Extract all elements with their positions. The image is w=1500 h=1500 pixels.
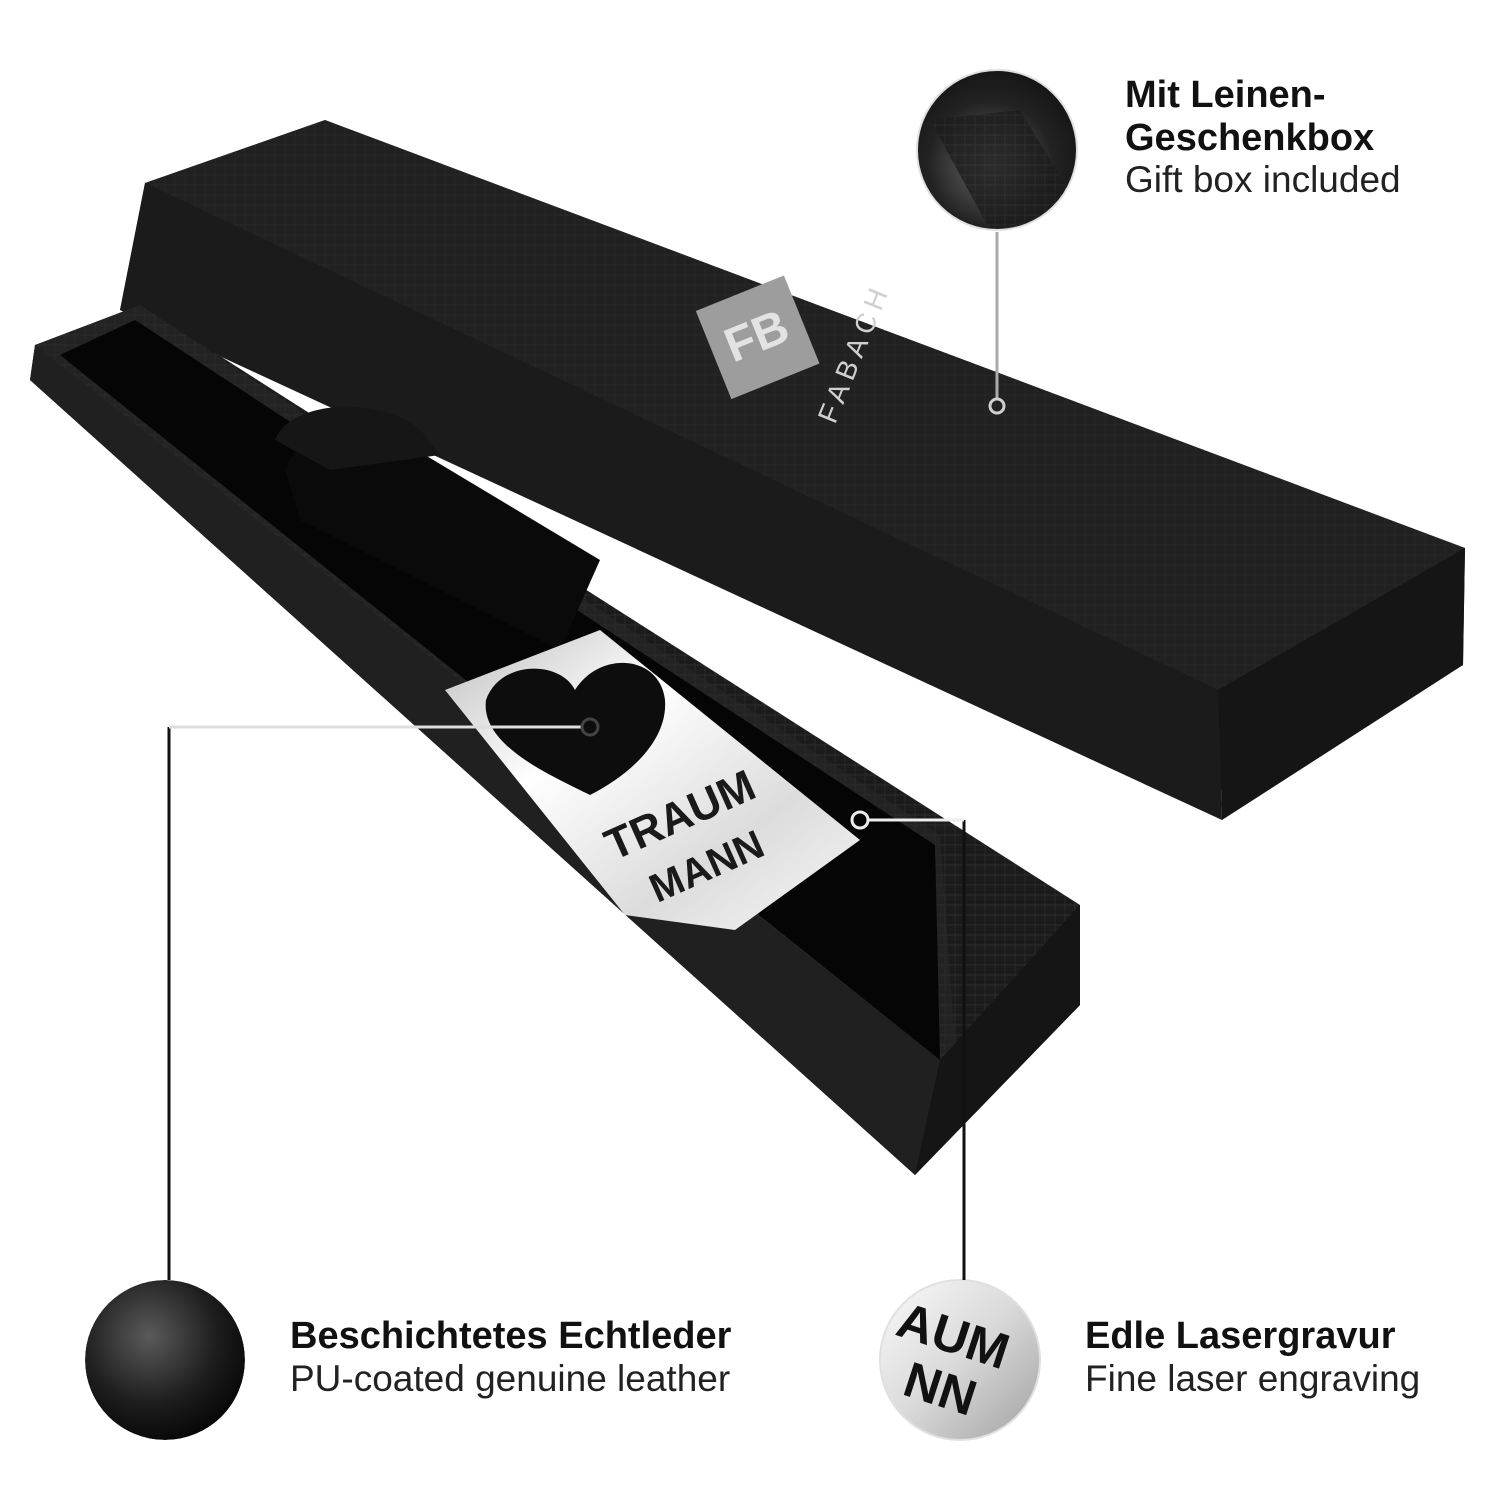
metal-tag: TRAUM MANN: [445, 630, 860, 930]
leather-title: Beschichtetes Echtleder: [290, 1315, 732, 1357]
gift-box-title-line-2: Geschenkbox: [1125, 116, 1375, 159]
callout-laser: AUM NN: [850, 810, 1041, 1441]
callout-leather: [85, 717, 600, 1440]
brand-logo: [695, 275, 820, 400]
callout-dot-leather: [580, 717, 600, 737]
laser-subtitle: Fine laser engraving: [1085, 1357, 1421, 1399]
callout-gift-box: [915, 68, 1079, 415]
callout-dot-laser: [850, 810, 870, 830]
gift-box-label: Mit Leinen- Geschenkbox Gift box include…: [1125, 74, 1485, 201]
leather-label: Beschichtetes Echtleder PU-coated genuin…: [290, 1315, 850, 1399]
leather-subtitle: PU-coated genuine leather: [290, 1357, 731, 1399]
laser-title: Edle Lasergravur: [1085, 1315, 1396, 1357]
laser-label: Edle Lasergravur Fine laser engraving: [1085, 1315, 1485, 1399]
gift-box-lid: FB FABACH: [120, 120, 1465, 820]
gift-box-subtitle: Gift box included: [1125, 159, 1401, 201]
callout-dot-gift-box: [988, 397, 1006, 415]
heart-cutout: [485, 662, 666, 795]
gift-box-title-line-1: Mit Leinen-: [1125, 74, 1326, 116]
